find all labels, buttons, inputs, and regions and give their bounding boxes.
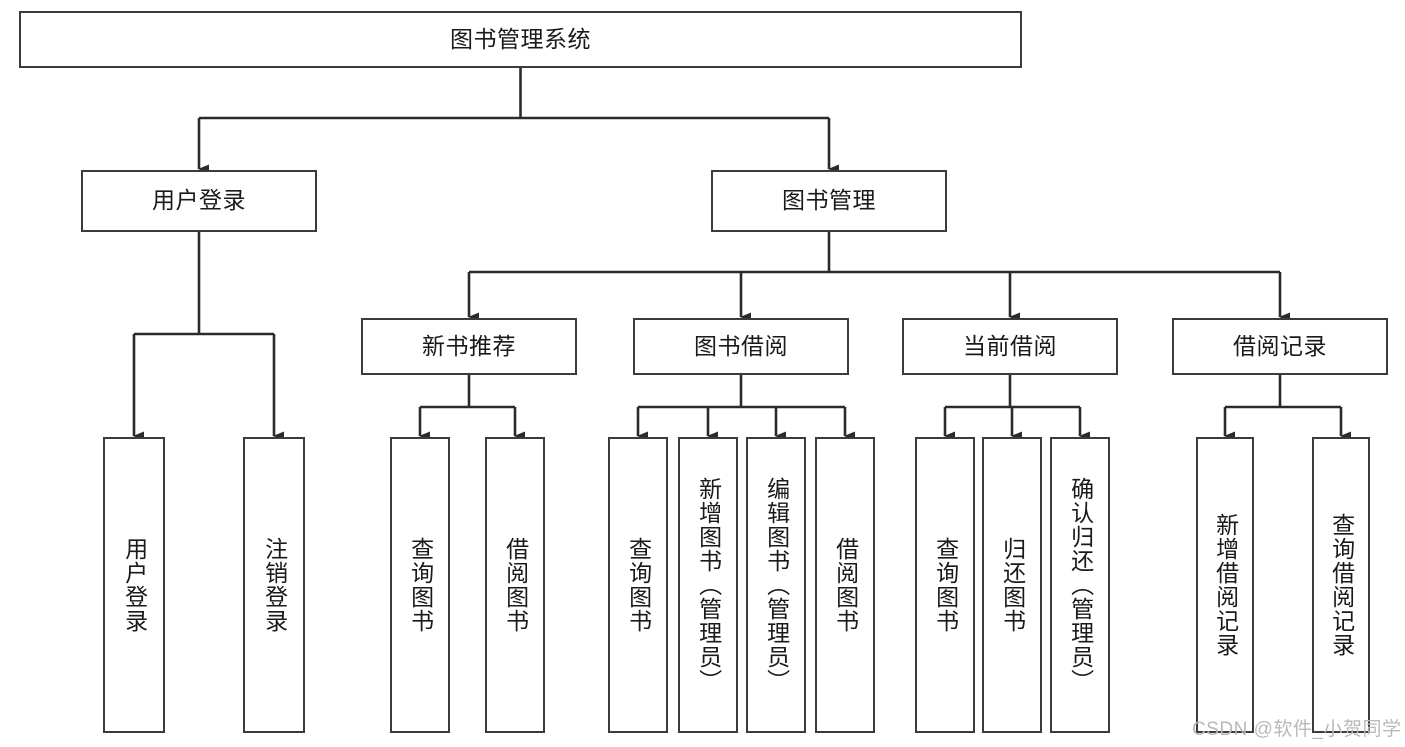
node-label-leaf-user-login: 用户登录 — [121, 537, 148, 633]
node-label-newbook: 新书推荐 — [422, 332, 516, 359]
node-label-current: 当前借阅 — [963, 332, 1057, 359]
node-leaf-query-record[interactable]: 查询借阅记录 — [1312, 437, 1370, 733]
node-label-leaf-borrow-book-1: 借阅图书 — [502, 537, 529, 633]
node-leaf-add-book[interactable]: 新增图书（管理员） — [678, 437, 738, 733]
node-leaf-query-book-1[interactable]: 查询图书 — [390, 437, 450, 733]
node-label-login: 用户登录 — [152, 187, 246, 214]
node-newbook[interactable]: 新书推荐 — [361, 318, 577, 375]
node-leaf-return-book[interactable]: 归还图书 — [982, 437, 1042, 733]
node-label-leaf-add-record: 新增借阅记录 — [1212, 513, 1239, 657]
node-leaf-query-book-2[interactable]: 查询图书 — [608, 437, 668, 733]
node-label-records: 借阅记录 — [1233, 332, 1327, 359]
node-leaf-borrow-book-2[interactable]: 借阅图书 — [815, 437, 875, 733]
node-label-bookmgmt: 图书管理 — [782, 187, 876, 214]
node-current[interactable]: 当前借阅 — [902, 318, 1118, 375]
node-label-root: 图书管理系统 — [450, 25, 591, 52]
node-leaf-query-book-3[interactable]: 查询图书 — [915, 437, 975, 733]
node-records[interactable]: 借阅记录 — [1172, 318, 1388, 375]
node-login[interactable]: 用户登录 — [81, 170, 317, 232]
node-label-leaf-add-book: 新增图书（管理员） — [695, 477, 722, 693]
node-label-leaf-query-book-1: 查询图书 — [407, 537, 434, 633]
node-leaf-user-login[interactable]: 用户登录 — [103, 437, 165, 733]
node-borrow[interactable]: 图书借阅 — [633, 318, 849, 375]
node-label-leaf-edit-book: 编辑图书（管理员） — [763, 477, 790, 693]
node-leaf-confirm-return[interactable]: 确认归还（管理员） — [1050, 437, 1110, 733]
node-leaf-add-record[interactable]: 新增借阅记录 — [1196, 437, 1254, 733]
node-root[interactable]: 图书管理系统 — [19, 11, 1022, 68]
node-label-leaf-confirm-return: 确认归还（管理员） — [1067, 477, 1094, 693]
node-label-leaf-return-book: 归还图书 — [999, 537, 1026, 633]
node-leaf-logout[interactable]: 注销登录 — [243, 437, 305, 733]
node-leaf-edit-book[interactable]: 编辑图书（管理员） — [746, 437, 806, 733]
node-bookmgmt[interactable]: 图书管理 — [711, 170, 947, 232]
node-label-leaf-query-book-3: 查询图书 — [932, 537, 959, 633]
node-label-borrow: 图书借阅 — [694, 332, 788, 359]
node-leaf-borrow-book-1[interactable]: 借阅图书 — [485, 437, 545, 733]
node-label-leaf-query-record: 查询借阅记录 — [1328, 513, 1355, 657]
node-label-leaf-query-book-2: 查询图书 — [625, 537, 652, 633]
node-label-leaf-logout: 注销登录 — [261, 537, 288, 633]
node-label-leaf-borrow-book-2: 借阅图书 — [832, 537, 859, 633]
